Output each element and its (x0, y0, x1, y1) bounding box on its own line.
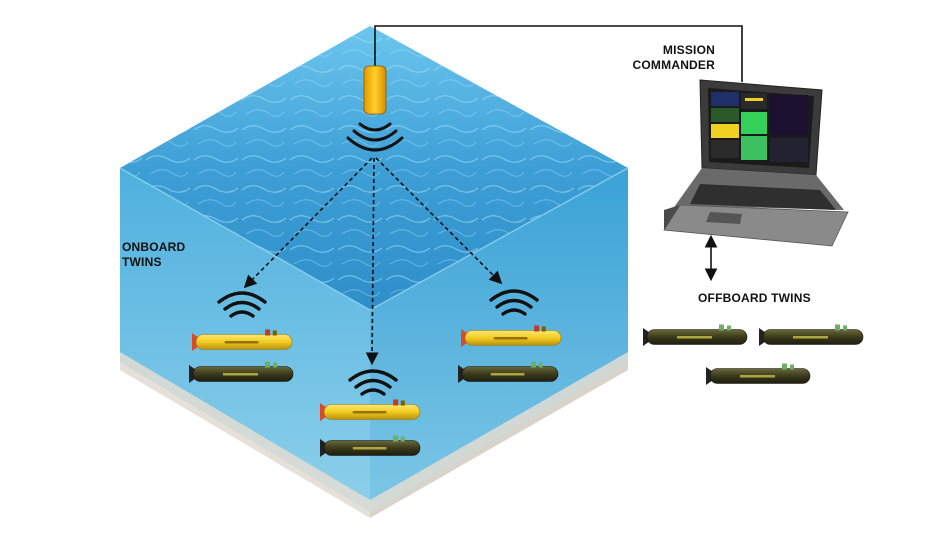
auv-icon-onboard-center-yellow-part (352, 411, 387, 414)
offboard-twins-label: OFFBOARD TWINS (698, 291, 811, 305)
auv-icon-onboard-center-yellow (320, 399, 421, 421)
auv-icon-offboard-2-part (843, 325, 847, 331)
onboard-twins-label-line2: TWINS (122, 255, 162, 269)
mission-commander-label-line1: MISSION (662, 43, 715, 57)
wifi-signal-icon (217, 291, 267, 318)
auv-icon-onboard-left-yellow-part (272, 330, 277, 336)
auv-icon-offboard-1-part (719, 324, 724, 331)
wifi-signal-icon (489, 289, 539, 316)
wifi-signal-icon (348, 369, 398, 396)
onboard-twins-label: ONBOARD TWINS (122, 240, 185, 270)
buoy-icon (363, 65, 387, 115)
auv-icon-offboard-3-part (740, 375, 775, 378)
laptop-screen (711, 92, 808, 162)
auv-icon-offboard-3-part (790, 364, 794, 370)
auv-icon-offboard-1-part (727, 325, 731, 331)
auv-icon-onboard-center-yellow-part (393, 399, 399, 406)
auv-icon-onboard-left-yellow-part (265, 329, 271, 336)
seabed-left (120, 362, 370, 518)
auv-icon-offboard-2 (759, 324, 864, 346)
auv-icon-onboard-left-dark (189, 361, 294, 383)
arrow-to-right-group (375, 157, 503, 285)
wifi-signal-icon (346, 122, 404, 152)
auv-icon-onboard-left-dark-part (273, 362, 277, 368)
auv-icon-onboard-center-dark (320, 435, 421, 457)
auv-icon-onboard-right-dark-part (531, 361, 537, 368)
arrow-to-center-group (365, 157, 379, 366)
auv-icon-onboard-left-yellow-part (224, 341, 259, 344)
laptop-icon (663, 79, 849, 247)
mission-commander-label-line2: COMMANDER (632, 58, 715, 72)
auv-icon-onboard-right-dark (458, 361, 559, 383)
auv-icon-onboard-right-yellow-part (493, 337, 528, 340)
auv-icon-onboard-right-yellow-part (534, 325, 540, 332)
dashed-arrows (243, 157, 503, 366)
arrow-to-left-group (243, 157, 373, 289)
auv-icon-offboard-2-part (835, 324, 840, 331)
auv-icon-onboard-left-yellow (192, 329, 293, 351)
auv-icon-onboard-right-dark-part (538, 362, 543, 368)
seabed-right (370, 362, 628, 518)
auv-icon-onboard-center-dark-part (400, 436, 405, 442)
auv-icon-offboard-3 (706, 363, 811, 385)
auv-icon-offboard-1 (643, 324, 748, 346)
cable-buoy-laptop (374, 25, 743, 82)
auv-icon-onboard-right-yellow (461, 325, 562, 347)
surface-edge (119, 167, 629, 311)
auv-icon-onboard-left-dark-part (265, 361, 270, 368)
auv-icon-onboard-right-dark-part (490, 373, 525, 376)
auv-icon-offboard-3-part (782, 363, 787, 370)
onboard-twins-label-line1: ONBOARD (122, 240, 186, 254)
auv-icon-onboard-left-dark-part (223, 373, 258, 376)
auv-layer (189, 324, 864, 457)
auv-icon-offboard-1-part (677, 336, 712, 339)
auv-icon-offboard-2-part (793, 336, 828, 339)
auv-icon-onboard-right-yellow-part (541, 326, 546, 332)
auv-icon-onboard-center-yellow-part (400, 400, 405, 406)
mission-commander-label: MISSION COMMANDER (633, 43, 715, 73)
auv-icon-onboard-center-dark-part (393, 435, 399, 442)
auv-icon-onboard-center-dark-part (352, 447, 387, 450)
